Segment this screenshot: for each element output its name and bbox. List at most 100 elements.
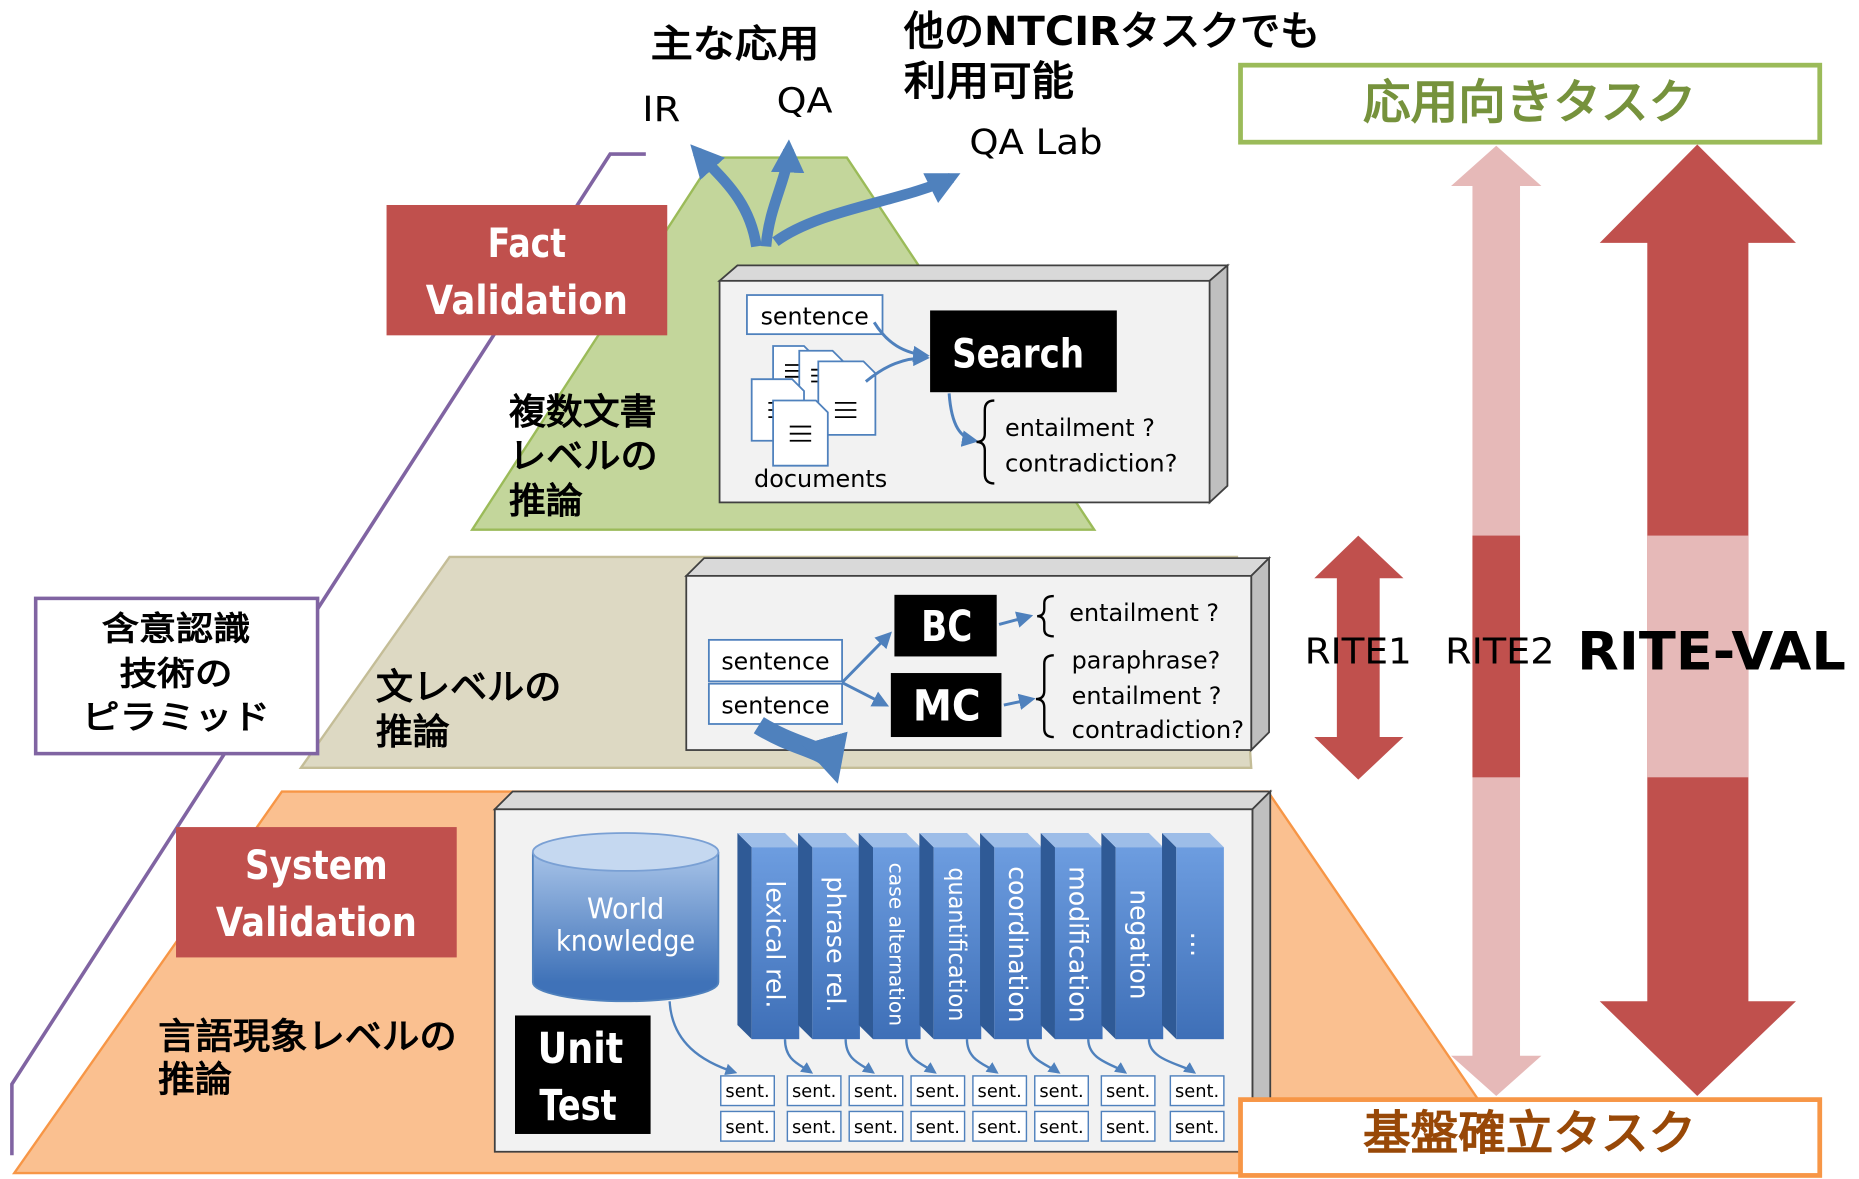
arrow-bc-to-judgment: [998, 611, 1034, 628]
other-ntcir-note-line2: 利用可能: [904, 58, 1074, 105]
sent-box: sent.: [972, 1110, 1028, 1142]
phenomenon-label: quantification: [943, 867, 971, 1021]
sent-label: sent.: [725, 1117, 769, 1138]
judgment-contradiction: contradiction?: [1005, 450, 1177, 478]
pyramid-caption-line2: 技術の: [120, 654, 233, 693]
rite-val-label: RITE-VAL: [1577, 623, 1846, 683]
sentence-box: sentence: [707, 682, 843, 725]
sent-box: sent.: [1034, 1075, 1089, 1107]
phenomenon-level-label-line2: 推論: [158, 1059, 232, 1100]
pyramid-caption-box: 含意認識 技術の ピラミッド: [33, 596, 320, 756]
sentence-box: sentence: [707, 638, 843, 683]
sent-label: sent.: [792, 1081, 836, 1102]
phenomenon-column-negation: negation: [1101, 833, 1164, 1040]
arrow-sentences-to-bc: [841, 631, 892, 684]
document-level-label-line3: 推論: [509, 481, 583, 522]
application-qa: QA: [777, 82, 833, 122]
search-label: Search: [952, 330, 1084, 377]
sentence-label: sentence: [721, 648, 829, 676]
fact-validation-line1: Fact: [488, 220, 566, 267]
sent-box: sent.: [910, 1110, 966, 1142]
system-validation-line1: System: [245, 842, 388, 889]
phenomenon-column-coordination: coordination: [980, 833, 1042, 1040]
rite2-range-arrow: [1451, 145, 1542, 1097]
phenomenon-column-quantification: quantification: [919, 833, 982, 1040]
arrow-to-ir: [690, 144, 762, 248]
pyramid-caption-line1: 含意認識: [102, 609, 251, 648]
sent-label: sent.: [854, 1117, 898, 1138]
mc-label: MC: [913, 682, 981, 732]
world-knowledge-line1: World: [587, 892, 664, 925]
unit-test-box: Unit Test: [515, 1015, 651, 1134]
foundation-tasks-box: 基盤確立タスク: [1238, 1097, 1823, 1178]
sentence-level-label-line2: 推論: [376, 712, 450, 753]
phenomenon-column-phrase: phrase rel.: [798, 833, 860, 1040]
sent-box: sent.: [786, 1075, 842, 1107]
sent-box: sent.: [848, 1075, 904, 1107]
sent-label: sent.: [916, 1081, 960, 1102]
sent-label: sent.: [978, 1081, 1022, 1102]
sent-label: sent.: [1106, 1117, 1150, 1138]
bc-judgment-entailment: entailment ?: [1069, 599, 1219, 627]
sent-label: sent.: [725, 1081, 769, 1102]
arrow-column-to-sent: [1147, 1039, 1197, 1074]
sent-label: sent.: [1039, 1081, 1083, 1102]
bc-box: BC: [894, 594, 997, 657]
arrow-column-to-sent: [1026, 1039, 1061, 1074]
document-icon: [817, 360, 877, 436]
rite2-label: RITE2: [1445, 632, 1554, 673]
phenomenon-column-modification: modification: [1040, 833, 1103, 1040]
mc-judgment-brace: [1035, 654, 1054, 739]
mc-judgment-entailment: entailment ?: [1072, 682, 1222, 710]
sentence-level-label-line1: 文レベルの: [376, 667, 562, 708]
application-qa-lab: QA Lab: [969, 123, 1102, 163]
unit-test-line2: Test: [539, 1081, 616, 1131]
arrow-sentences-to-mc: [841, 681, 890, 707]
world-knowledge-line2: knowledge: [556, 924, 695, 957]
sent-label: sent.: [792, 1117, 836, 1138]
rite1-range-arrow: [1314, 535, 1404, 780]
sent-label: sent.: [854, 1081, 898, 1102]
sent-box: sent.: [1169, 1110, 1225, 1142]
arrow-column-to-sent: [783, 1039, 814, 1074]
sentence-label: sentence: [721, 691, 829, 719]
rite-val-range-arrow: [1599, 144, 1796, 1097]
phenomenon-label: case alternation: [885, 863, 909, 1027]
system-validation-line2: Validation: [216, 899, 417, 946]
arrow-sentence-to-phenomenon: [753, 717, 848, 784]
other-ntcir-note-line1: 他のNTCIRタスクでも: [903, 8, 1320, 55]
sent-label: sent.: [1106, 1081, 1150, 1102]
bc-label: BC: [921, 602, 972, 652]
phenomenon-column-more: …: [1162, 833, 1224, 1040]
phenomenon-level-label-line1: 言語現象レベルの: [158, 1017, 457, 1058]
sent-label: sent.: [916, 1117, 960, 1138]
sent-box: sent.: [1034, 1110, 1089, 1142]
phenomenon-label: coordination: [1002, 866, 1032, 1022]
document-icon: [772, 399, 829, 467]
phenomenon-label: modification: [1063, 866, 1093, 1022]
sent-box: sent.: [786, 1110, 842, 1142]
sent-box: sent.: [1169, 1075, 1225, 1107]
phenomenon-level-panel: World knowledge Unit Test lexical rel. p…: [492, 789, 1273, 1154]
main-applications-label: 主な応用: [651, 22, 820, 66]
arrow-column-to-sent: [844, 1039, 875, 1074]
document-level-label-line1: 複数文書: [509, 392, 656, 433]
arrow-to-qa-lab: [772, 172, 961, 247]
mc-box: MC: [890, 673, 1002, 738]
phenomenon-label: negation: [1123, 889, 1153, 999]
mc-judgment-contradiction: contradiction?: [1072, 716, 1244, 744]
world-knowledge-database: World knowledge: [531, 832, 720, 1003]
sentence-level-panel: sentence sentence BC MC entailment ? par…: [684, 555, 1272, 753]
sent-box: sent.: [848, 1110, 904, 1142]
arrow-documents-to-search: [864, 349, 930, 383]
fact-validation-line2: Validation: [426, 277, 628, 324]
arrow-column-to-sent: [965, 1039, 999, 1074]
sent-label: sent.: [1175, 1081, 1219, 1102]
document-level-panel: sentence documents Search: [717, 263, 1230, 505]
sentence-label: sentence: [761, 303, 869, 331]
sent-label: sent.: [978, 1117, 1022, 1138]
arrow-column-to-sent: [1087, 1039, 1128, 1074]
documents-label: documents: [754, 465, 887, 493]
arrow-search-to-judgment: [947, 393, 979, 447]
